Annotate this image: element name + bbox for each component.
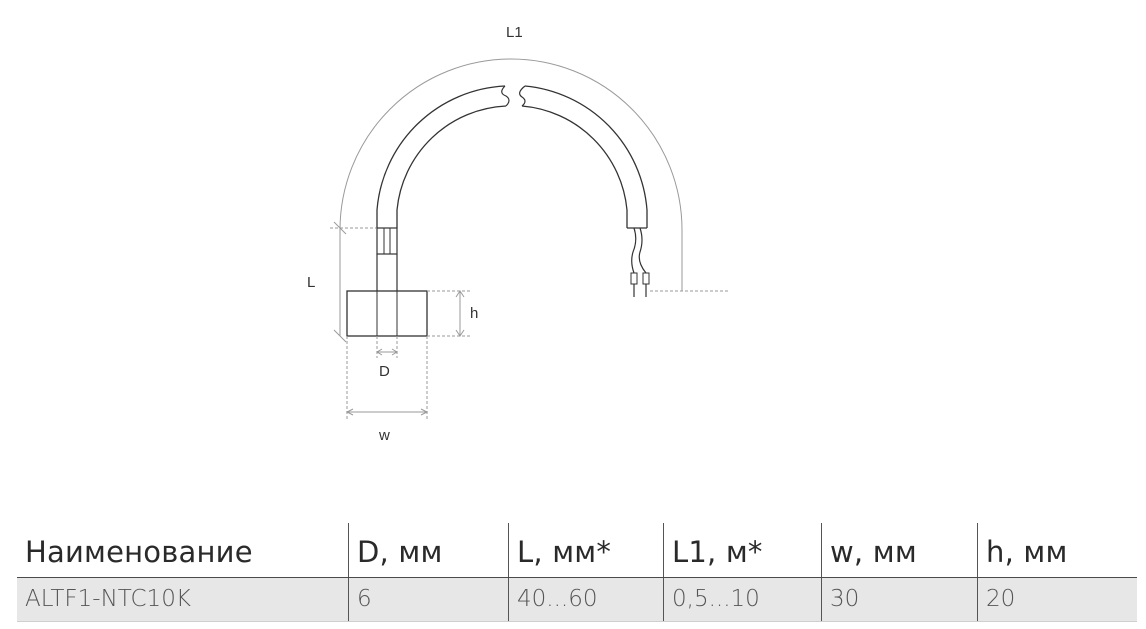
cell-h: 20 bbox=[977, 578, 1137, 621]
header-l1: L1, м* bbox=[663, 523, 821, 577]
label-l: L bbox=[307, 274, 315, 291]
header-l: L, мм* bbox=[508, 523, 663, 577]
label-w: w bbox=[378, 427, 390, 444]
spec-table: Наименование D, мм L, мм* L1, м* w, мм h… bbox=[17, 523, 1137, 622]
table-row: ALTF1-NTC10K 6 40...60 0,5...10 30 20 bbox=[17, 577, 1137, 622]
lead-wire-2 bbox=[638, 227, 647, 274]
cell-l1: 0,5...10 bbox=[663, 578, 821, 621]
label-h: h bbox=[470, 305, 478, 322]
cell-l: 40...60 bbox=[508, 578, 663, 621]
label-d: D bbox=[379, 363, 390, 380]
cable-outer-left bbox=[376, 85, 506, 228]
l1-dimension-arc bbox=[339, 58, 683, 330]
break-mark-right bbox=[519, 85, 526, 107]
sensor-body bbox=[346, 290, 428, 337]
header-d: D, мм bbox=[348, 523, 508, 577]
cell-w: 30 bbox=[821, 578, 977, 621]
cable-outer-right bbox=[524, 85, 648, 228]
cell-d: 6 bbox=[348, 578, 508, 621]
table-header-row: Наименование D, мм L, мм* L1, м* w, мм h… bbox=[17, 523, 1137, 577]
sensor-drawing: L1 L h D w bbox=[307, 24, 728, 444]
cable-inner-left bbox=[396, 105, 507, 228]
header-w: w, мм bbox=[821, 523, 977, 577]
cable-inner-right bbox=[521, 105, 628, 228]
header-name: Наименование bbox=[25, 535, 253, 569]
lead-wire-1 bbox=[631, 227, 637, 274]
label-l1: L1 bbox=[506, 24, 523, 41]
cable-sleeve bbox=[376, 227, 398, 255]
ferrule-1 bbox=[630, 272, 638, 285]
header-h: h, мм bbox=[977, 523, 1137, 577]
cell-name: ALTF1-NTC10K bbox=[25, 586, 191, 612]
ferrule-2 bbox=[642, 272, 650, 285]
break-mark-left bbox=[501, 85, 510, 107]
